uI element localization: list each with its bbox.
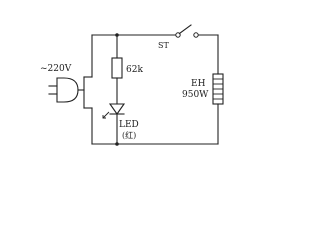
heater-label: EH — [191, 79, 206, 89]
led-icon — [102, 103, 126, 119]
resistor-value-label: 62k — [126, 65, 143, 75]
schematic-svg: ~220V 62k LED (红) ST EH 950W — [40, 24, 224, 146]
heater-element-icon — [212, 73, 224, 105]
led-label: LED — [119, 120, 139, 130]
circuit-diagram: ~220V 62k LED (红) ST EH 950W — [40, 24, 224, 146]
led-color-note: (红) — [122, 130, 136, 140]
heater-power-label: 950W — [182, 90, 209, 100]
switch-icon — [175, 24, 199, 38]
mains-voltage-label: ~220V — [40, 64, 72, 74]
power-plug-icon — [48, 76, 93, 145]
switch-label: ST — [158, 41, 169, 50]
resistor-icon — [111, 57, 123, 79]
